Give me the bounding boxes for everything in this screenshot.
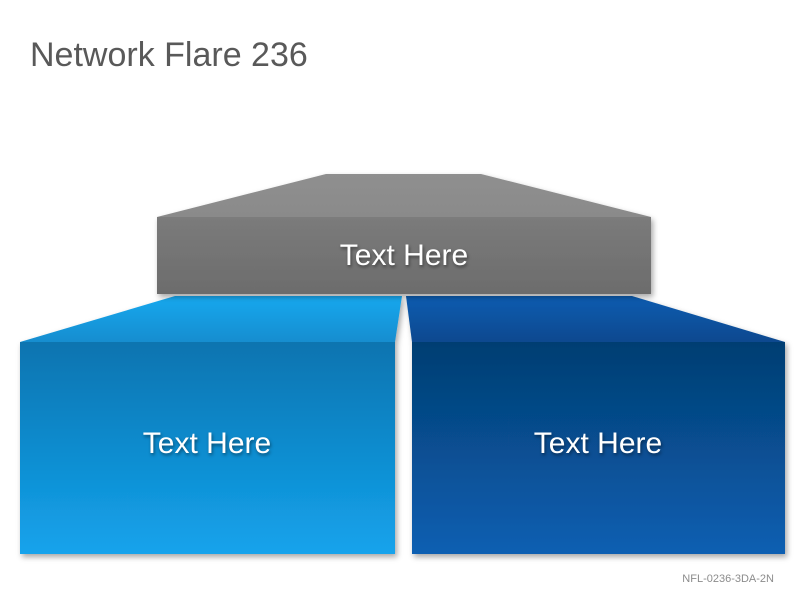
right-box-top-surface (406, 296, 785, 342)
left-box-front-face (20, 342, 395, 554)
left-box-top-surface (20, 296, 402, 342)
top-box-top-surface (157, 174, 651, 217)
slide-code: NFL-0236-3DA-2N (682, 573, 774, 585)
right-box (406, 296, 785, 554)
right-box-label: Text Here (533, 427, 663, 460)
top-box-label: Text Here (339, 239, 469, 272)
slide-title: Network Flare 236 (30, 36, 308, 74)
left-box (20, 296, 402, 554)
left-box-label: Text Here (142, 427, 272, 460)
top-box (157, 174, 651, 294)
right-box-front-face (412, 342, 785, 554)
top-box-front-face (157, 217, 651, 294)
